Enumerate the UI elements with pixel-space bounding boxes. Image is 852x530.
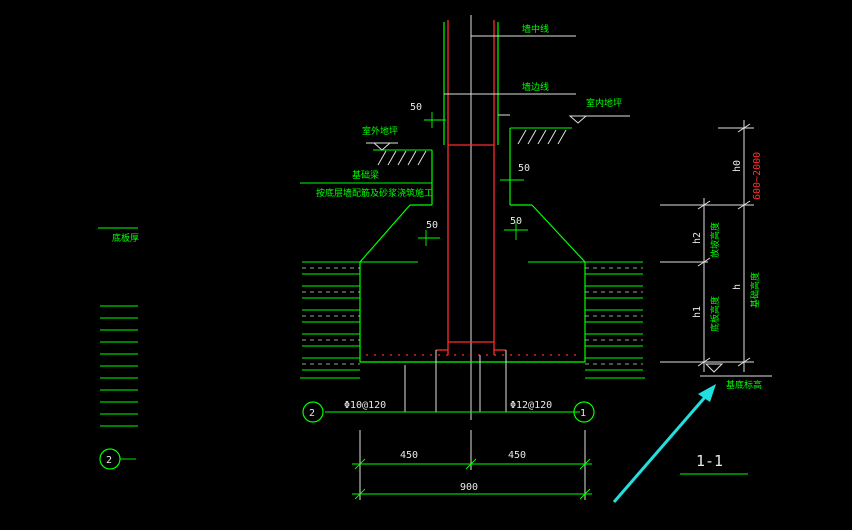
axis-left-label: 2 [309, 408, 315, 419]
axis-bubble-right: 1 [573, 401, 595, 423]
dim-h: h [732, 284, 743, 290]
dim-h2: h2 [692, 232, 703, 244]
label-step-h1: 底板高度 [709, 296, 721, 332]
bottom-dimensions [325, 350, 592, 500]
ground-lines [300, 127, 645, 379]
dim-h1: h1 [692, 306, 703, 318]
elevation-markers [366, 115, 724, 373]
dim-total: 900 [460, 482, 478, 493]
label-bottom-elevation: 基底标高 [726, 379, 762, 391]
label-outdoor-ground: 室外地坪 [362, 125, 398, 137]
dim-half-right: 450 [508, 450, 526, 461]
label-total-h: 基础高度 [749, 272, 761, 308]
dim-half-left: 450 [400, 450, 418, 461]
dim-50-top: 50 [410, 102, 422, 113]
dim-range-red: 600~2000 [752, 152, 763, 200]
rebar-right-label: Φ12@120 [510, 400, 552, 411]
rebar-left-label: Φ10@120 [344, 400, 386, 411]
label-pour-note: 按底层墙配筋及砂浆浇筑施工 [316, 187, 433, 199]
label-base-beam: 基础梁 [352, 169, 379, 181]
axis-far-left-label: 2 [106, 455, 112, 466]
small-dim-marks [418, 112, 528, 246]
label-indoor-floor: 室内地坪 [586, 97, 622, 109]
label-wall-center: 墙中线 [522, 23, 549, 35]
pointer-arrow [612, 384, 716, 503]
dim-50-right: 50 [518, 163, 530, 174]
axis-bubble-left: 2 [302, 401, 324, 423]
section-label: 1-1 [696, 452, 723, 470]
label-wall-side: 墙边线 [522, 81, 549, 93]
label-step-h2: 放坡高度 [709, 222, 721, 258]
dim-50-right-low: 50 [510, 216, 522, 227]
wall-column [436, 15, 506, 420]
footing-outline [359, 128, 586, 363]
left-fragment: 2 [98, 227, 138, 470]
axis-right-label: 1 [580, 408, 586, 419]
dim-50-left-low: 50 [426, 220, 438, 231]
leader-lines [444, 35, 576, 116]
side-elevation [660, 120, 772, 475]
label-left-fragment: 底板厚 [112, 232, 139, 244]
dim-h0: h0 [732, 160, 743, 172]
